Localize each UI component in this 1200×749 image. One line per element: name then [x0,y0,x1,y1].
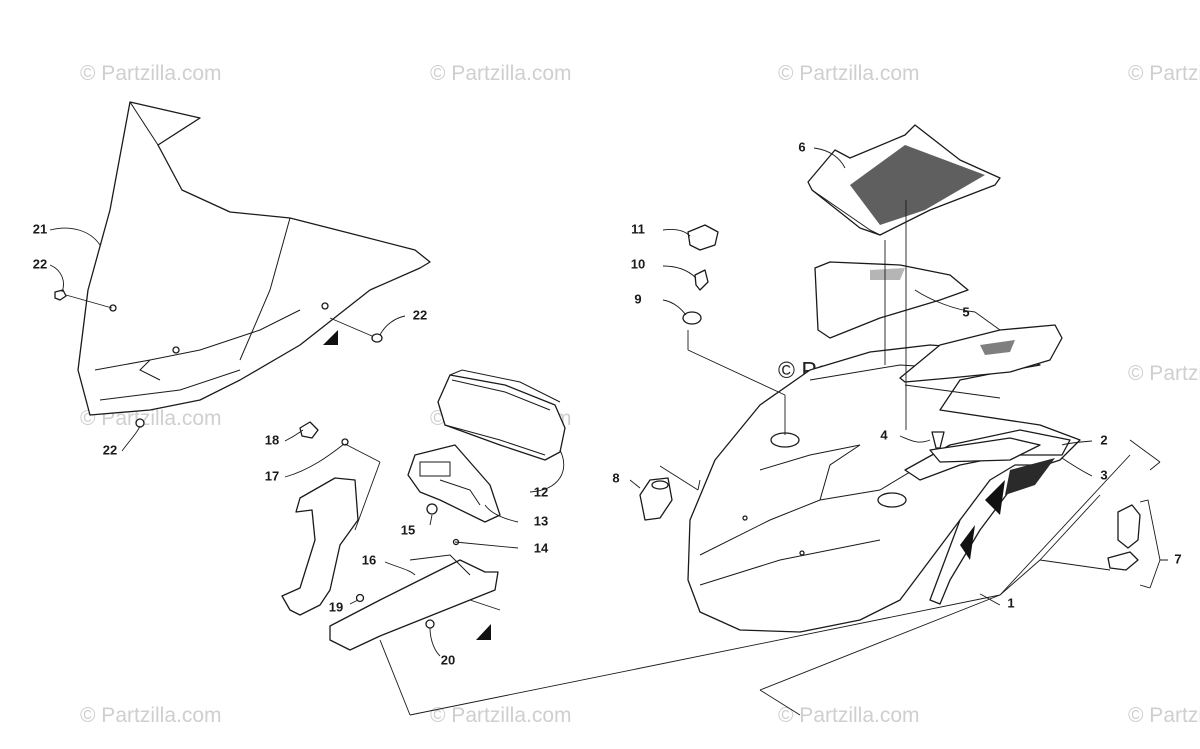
callout-label: 21 [33,221,47,236]
bracket-part [329,559,499,651]
screw-part [425,619,435,629]
callout-label: 22 [103,442,117,457]
callout-label: 22 [33,256,47,271]
watermark: © Partzilla.com [1128,704,1200,727]
storage-net-part [807,124,1001,236]
callout-label: 12 [534,484,548,499]
watermark: © Partzilla.com [778,62,920,85]
callout-label: 16 [362,552,376,567]
windshield-part [77,101,431,416]
arrow-marker-icon [323,330,338,345]
lens-part [899,324,1063,383]
gauge-part [437,369,566,461]
watermark: © Partzilla.com [430,62,572,85]
plug-part [1107,504,1141,571]
callout-label: 22 [413,307,427,322]
callout-label: 18 [265,432,279,447]
bracket-part [407,444,501,523]
callout-labels: 1 2 3 4 5 6 7 8 9 10 11 12 13 14 15 16 1… [33,139,1182,667]
callout-label: 10 [631,256,645,271]
callout-label: 14 [534,540,549,555]
callout-label: 19 [329,599,343,614]
callout-label: 8 [612,470,619,485]
callout-label: 1 [1007,595,1014,610]
watermark-layer: © Partzilla.com © Partzilla.com © Partzi… [80,62,1200,727]
callout-label: 2 [1100,432,1107,447]
callout-label: 9 [634,291,641,306]
leader-lines [49,227,1001,716]
console-part [687,344,1081,633]
callout-label: 20 [441,652,455,667]
ignition-part [682,224,719,325]
gasket-part [929,437,1041,463]
lens-part [814,261,969,339]
callout-label: 15 [401,522,415,537]
screw-part [54,289,383,428]
nut-part [299,421,319,439]
watermark: © Partzilla.com [80,62,222,85]
screw-part [426,503,438,515]
screw-part [355,593,365,603]
callout-label: 17 [265,468,279,483]
callout-label: 3 [1100,467,1107,482]
arrow-marker-icon [476,624,491,640]
bracket-part [409,554,471,576]
callout-label: 13 [534,513,548,528]
callout-label: 5 [962,304,969,319]
washer-part [341,438,349,446]
watermark: © Partzilla.com [80,704,222,727]
watermark: © Partzilla.com [1128,362,1200,385]
callout-label: 6 [798,139,805,154]
watermark: © Partzilla.com [430,704,572,727]
callout-label: 4 [880,427,888,442]
screw-part [931,431,945,449]
callout-label: 11 [631,221,645,236]
watermark: © Partzilla.com [778,704,920,727]
callout-label: 7 [1174,551,1181,566]
bracket-part [281,477,359,616]
leader-lines [629,147,1168,716]
watermark: © Partzilla.com [1128,62,1200,85]
switch-part [639,477,673,521]
